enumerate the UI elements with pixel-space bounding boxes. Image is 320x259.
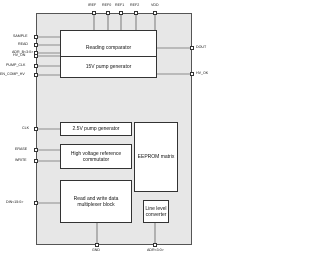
pin-gnd	[95, 243, 99, 247]
pin-label-hv-on: HV_ON	[13, 53, 26, 57]
pin-label-ref2: REF2	[130, 3, 140, 7]
pin-adr	[153, 243, 157, 247]
pin-label-erase: ERASE	[15, 147, 28, 151]
eeprom-matrix-block: EEPROM matrix	[134, 122, 178, 192]
pin-pump-clk	[34, 64, 38, 68]
pin-label-adr-b: ADR_B<3:0>	[12, 50, 34, 54]
pin-label-read: READ	[18, 42, 28, 46]
pin-label-din: DIN<15:0>	[6, 200, 24, 204]
pin-read	[34, 43, 38, 47]
pin-clk	[34, 127, 38, 131]
pin-label-dout: DOUT	[196, 45, 207, 49]
pin-ref2	[134, 11, 138, 15]
pin-din	[34, 201, 38, 205]
pin-label-ref0: REF0	[102, 3, 112, 7]
pin-label-en-comp-hv: EN_COMP_HV	[0, 72, 25, 76]
pin-sample	[34, 35, 38, 39]
pin-label-write: WRITE	[15, 158, 27, 162]
pin-hv-on	[34, 54, 38, 58]
pin-vdd	[153, 11, 157, 15]
pin-dout	[190, 46, 194, 50]
pin-ref1	[119, 11, 123, 15]
pin-label-clk: CLK	[22, 126, 29, 130]
pin-iref	[92, 11, 96, 15]
pin-label-adr: ADR<3:0>	[147, 248, 164, 252]
pin-write	[34, 159, 38, 163]
pump-2-5v-block: 2.5V pump generator	[60, 122, 132, 136]
pin-label-iref: IREF	[88, 3, 97, 7]
line-level-block: Line level converter	[143, 200, 169, 223]
pin-label-vdd: VDD	[151, 3, 159, 7]
pin-hv-ok	[190, 72, 194, 76]
pin-label-gnd: GND	[92, 248, 100, 252]
hv-commutator-block: High voltage reference commutator	[60, 144, 132, 169]
wire-layer	[36, 13, 192, 245]
pin-erase	[34, 148, 38, 152]
pin-en-comp-hv	[34, 73, 38, 77]
rw-mux-block: Read and write data multiplexer block	[60, 180, 132, 223]
pump-15v-block: 15V pump generator	[60, 56, 157, 78]
pin-ref0	[106, 11, 110, 15]
pin-label-pump-clk: PUMP_CLK	[6, 63, 26, 67]
pin-label-hv-ok: HV_OK	[196, 71, 209, 75]
pin-label-ref1: REF1	[115, 3, 125, 7]
pin-label-sample: SAMPLE	[13, 34, 28, 38]
